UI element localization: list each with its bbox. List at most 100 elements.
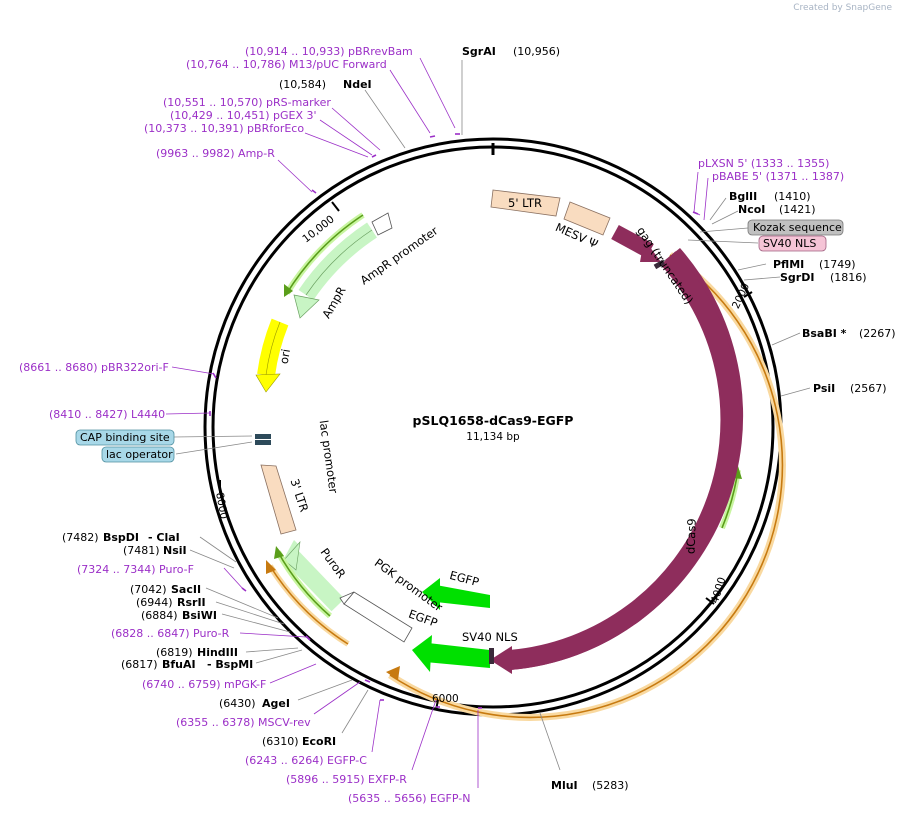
- primer-tick-puro-r: [305, 635, 311, 641]
- site-bsabi-pos: (2267): [859, 327, 896, 340]
- site-sacii-name: SacII: [171, 583, 201, 596]
- lacop-box: [101, 446, 175, 463]
- site-bsabi-name: BsaBI *: [802, 327, 847, 340]
- site-bsiwi-pos: (6884): [141, 609, 178, 622]
- primer-tick-amp-r: [311, 189, 317, 194]
- leader-sacii: [205, 587, 279, 619]
- site-psii-name: PsiI: [813, 382, 835, 395]
- plasmid-size: 11,134 bp: [466, 431, 520, 443]
- site-psii-pos: (2567): [850, 382, 887, 395]
- lacop-box-label: lac operator: [106, 448, 173, 461]
- ltr3-feature: [260, 464, 297, 535]
- ori-feature: [257, 318, 289, 377]
- leader-bglii: [709, 197, 727, 221]
- leader-bspdi: [199, 536, 237, 563]
- site-bfuai-name: BfuAI: [162, 658, 196, 671]
- egfp-arrowhead: [412, 635, 432, 672]
- cap-box: [75, 429, 175, 446]
- dcas9-arc-body: [509, 251, 741, 670]
- primer-label-plxsn: pLXSN 5' (1333 .. 1355): [698, 157, 829, 170]
- leader-amp-r: [277, 159, 313, 193]
- primer-tick-msculrev: [364, 679, 371, 683]
- primer-label-pbr322ori: (8661 .. 8680) pBR322ori-F: [19, 361, 169, 374]
- site-sgrai-pos: (10,956): [513, 45, 560, 58]
- site-sgrdi-name: SgrDI: [780, 271, 814, 284]
- primer-label-egfp-c: (6243 .. 6264) EGFP-C: [245, 754, 367, 767]
- site-ecori-pos: (6310): [262, 735, 299, 748]
- puror-orf-green-arrow: [274, 546, 284, 559]
- leader-bsiwi: [221, 613, 291, 633]
- primer-label-puro-f: (7324 .. 7344) Puro-F: [77, 563, 194, 576]
- leader-pbrrevbam: [419, 57, 456, 129]
- leader-agei: [297, 679, 353, 701]
- site-nsii-name: NsiI: [163, 544, 187, 557]
- site-pflmi-name: PflMI: [773, 258, 804, 271]
- leader-exfp-r: [411, 699, 437, 771]
- primer-label-mpgkf: (6740 .. 6759) mPGK-F: [142, 678, 266, 691]
- site-mlui-name: MluI: [551, 779, 578, 792]
- leader-lines: [165, 57, 811, 788]
- site-bglii-pos: (1410): [774, 190, 811, 203]
- primer-ticks: [209, 133, 699, 709]
- leader-puro-f: [223, 567, 245, 591]
- site-agei-name: AgeI: [262, 697, 290, 710]
- leader-pgex3: [319, 119, 373, 156]
- ampr-orf-arrow: [284, 284, 293, 297]
- tick-2000: [743, 291, 753, 298]
- sv40nls-box-label: SV40 NLS: [763, 237, 816, 250]
- site-bspdi-name: BspDI: [103, 531, 139, 544]
- amprprom-feature: [371, 212, 393, 236]
- leader-puro-r: [239, 632, 307, 638]
- sv40nls-box: [758, 235, 827, 252]
- site-sgrdi-pos: (1816): [830, 271, 867, 284]
- site-bglii-name: BglII: [729, 190, 757, 203]
- puror-orf-orange-line: [269, 565, 349, 645]
- primer-label-prsmarker: (10,551 .. 10,570) pRS-marker: [163, 96, 331, 109]
- leader-msculrev: [313, 681, 361, 715]
- primer-tick-puro-f: [241, 587, 247, 592]
- gag-arrowhead: [640, 239, 661, 262]
- puror-orf-orange-arrow: [266, 560, 276, 574]
- leader-psii: [780, 387, 811, 397]
- primer-label-msculrev: (6355 .. 6378) MSCV-rev: [176, 716, 311, 729]
- site-rsrii-name: RsrII: [177, 596, 206, 609]
- leader-plxsn: [693, 171, 701, 216]
- primer-label-exfp-r: (5896 .. 5915) EXFP-R: [286, 773, 407, 786]
- site-ncoi-name: NcoI: [738, 203, 765, 216]
- dcas9-arrowhead: [490, 646, 512, 674]
- sv40nls-marker: [489, 648, 494, 664]
- primer-label-amp-r: (9963 .. 9982) Amp-R: [156, 147, 275, 160]
- leader-pbr322ori: [171, 366, 215, 375]
- feature-label-ori: ori: [277, 348, 293, 365]
- egfp-inner-arrowhead: [422, 578, 440, 610]
- primer-label-pbrrevbam: (10,914 .. 10,933) pBRrevBam: [245, 45, 413, 58]
- site-bspdi-pos: (7482): [62, 531, 99, 544]
- primer-label-pgex3: (10,429 .. 10,451) pGEX 3': [170, 109, 317, 122]
- site-bfuai-pos: (6817): [121, 658, 158, 671]
- leader-kozak: [699, 227, 749, 233]
- orf-arc-orange-line: [389, 254, 784, 719]
- ampr-outline: [305, 229, 373, 296]
- cap-box-label: CAP binding site: [80, 431, 170, 444]
- site-mlui-pos: (5283): [592, 779, 629, 792]
- leader-hindiii: [245, 647, 299, 653]
- orf-arc-orange-arrowhead: [386, 666, 400, 680]
- leader-bfuai: [255, 649, 303, 664]
- primer-label-l4440: (8410 .. 8427) L4440: [49, 408, 165, 421]
- tick-label-8000: 8000: [213, 492, 229, 520]
- site-nsii-pos: (7481): [123, 544, 160, 557]
- leader-pbabe: [703, 177, 709, 221]
- primer-label-pbrforeco: (10,373 .. 10,391) pBRforEco: [144, 122, 304, 135]
- site-bspmi-name: - BspMI: [207, 658, 253, 671]
- ori-outline: [265, 321, 281, 376]
- leader-ecori: [341, 689, 369, 734]
- kozak-box-label: Kozak sequence: [753, 221, 842, 234]
- primer-tick-plxsn: [692, 211, 699, 215]
- primer-tick-pbrforeco: [371, 154, 377, 158]
- tick-label-6000: 6000: [432, 693, 459, 705]
- primer-label-egfp-n: (5635 .. 5656) EGFP-N: [348, 792, 470, 805]
- site-hindiii-pos: (6819): [156, 646, 193, 659]
- puror-orf-green-line: [277, 551, 331, 617]
- leader-bsabi: [771, 332, 801, 346]
